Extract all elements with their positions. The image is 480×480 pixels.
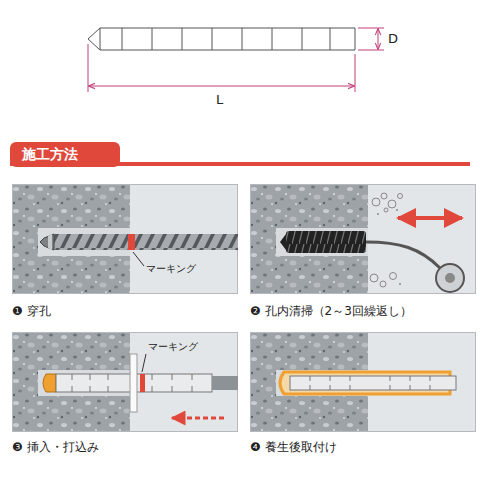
step-panel: ❸ 挿入・打込み [12,332,238,456]
cleaning-panel [250,184,476,294]
drill-panel [12,184,238,294]
cured-panel [250,332,476,432]
section-heading: 施工方法 [22,146,78,164]
marking-label: マーキング [146,262,196,276]
anchor-outline [88,28,355,50]
step-panel: ❶ 穿孔 [12,184,238,320]
insert-panel [12,332,238,432]
step-caption: ❶ 穿孔 [12,303,51,320]
marking-label: マーキング [148,340,198,354]
step-caption: ❹ 養生後取付け [250,439,337,456]
dimension-label: D [388,31,398,46]
dimension-lines [88,28,384,92]
heading-bar [10,142,470,167]
step-panel: ❷ 孔内清掃（2～3回繰返し） [250,184,476,320]
step-caption: ❷ 孔内清掃（2～3回繰返し） [250,303,412,320]
step-panel: ❹ 養生後取付け [250,332,476,456]
dimension-label: L [216,92,223,107]
step-caption: ❸ 挿入・打込み [12,439,99,456]
